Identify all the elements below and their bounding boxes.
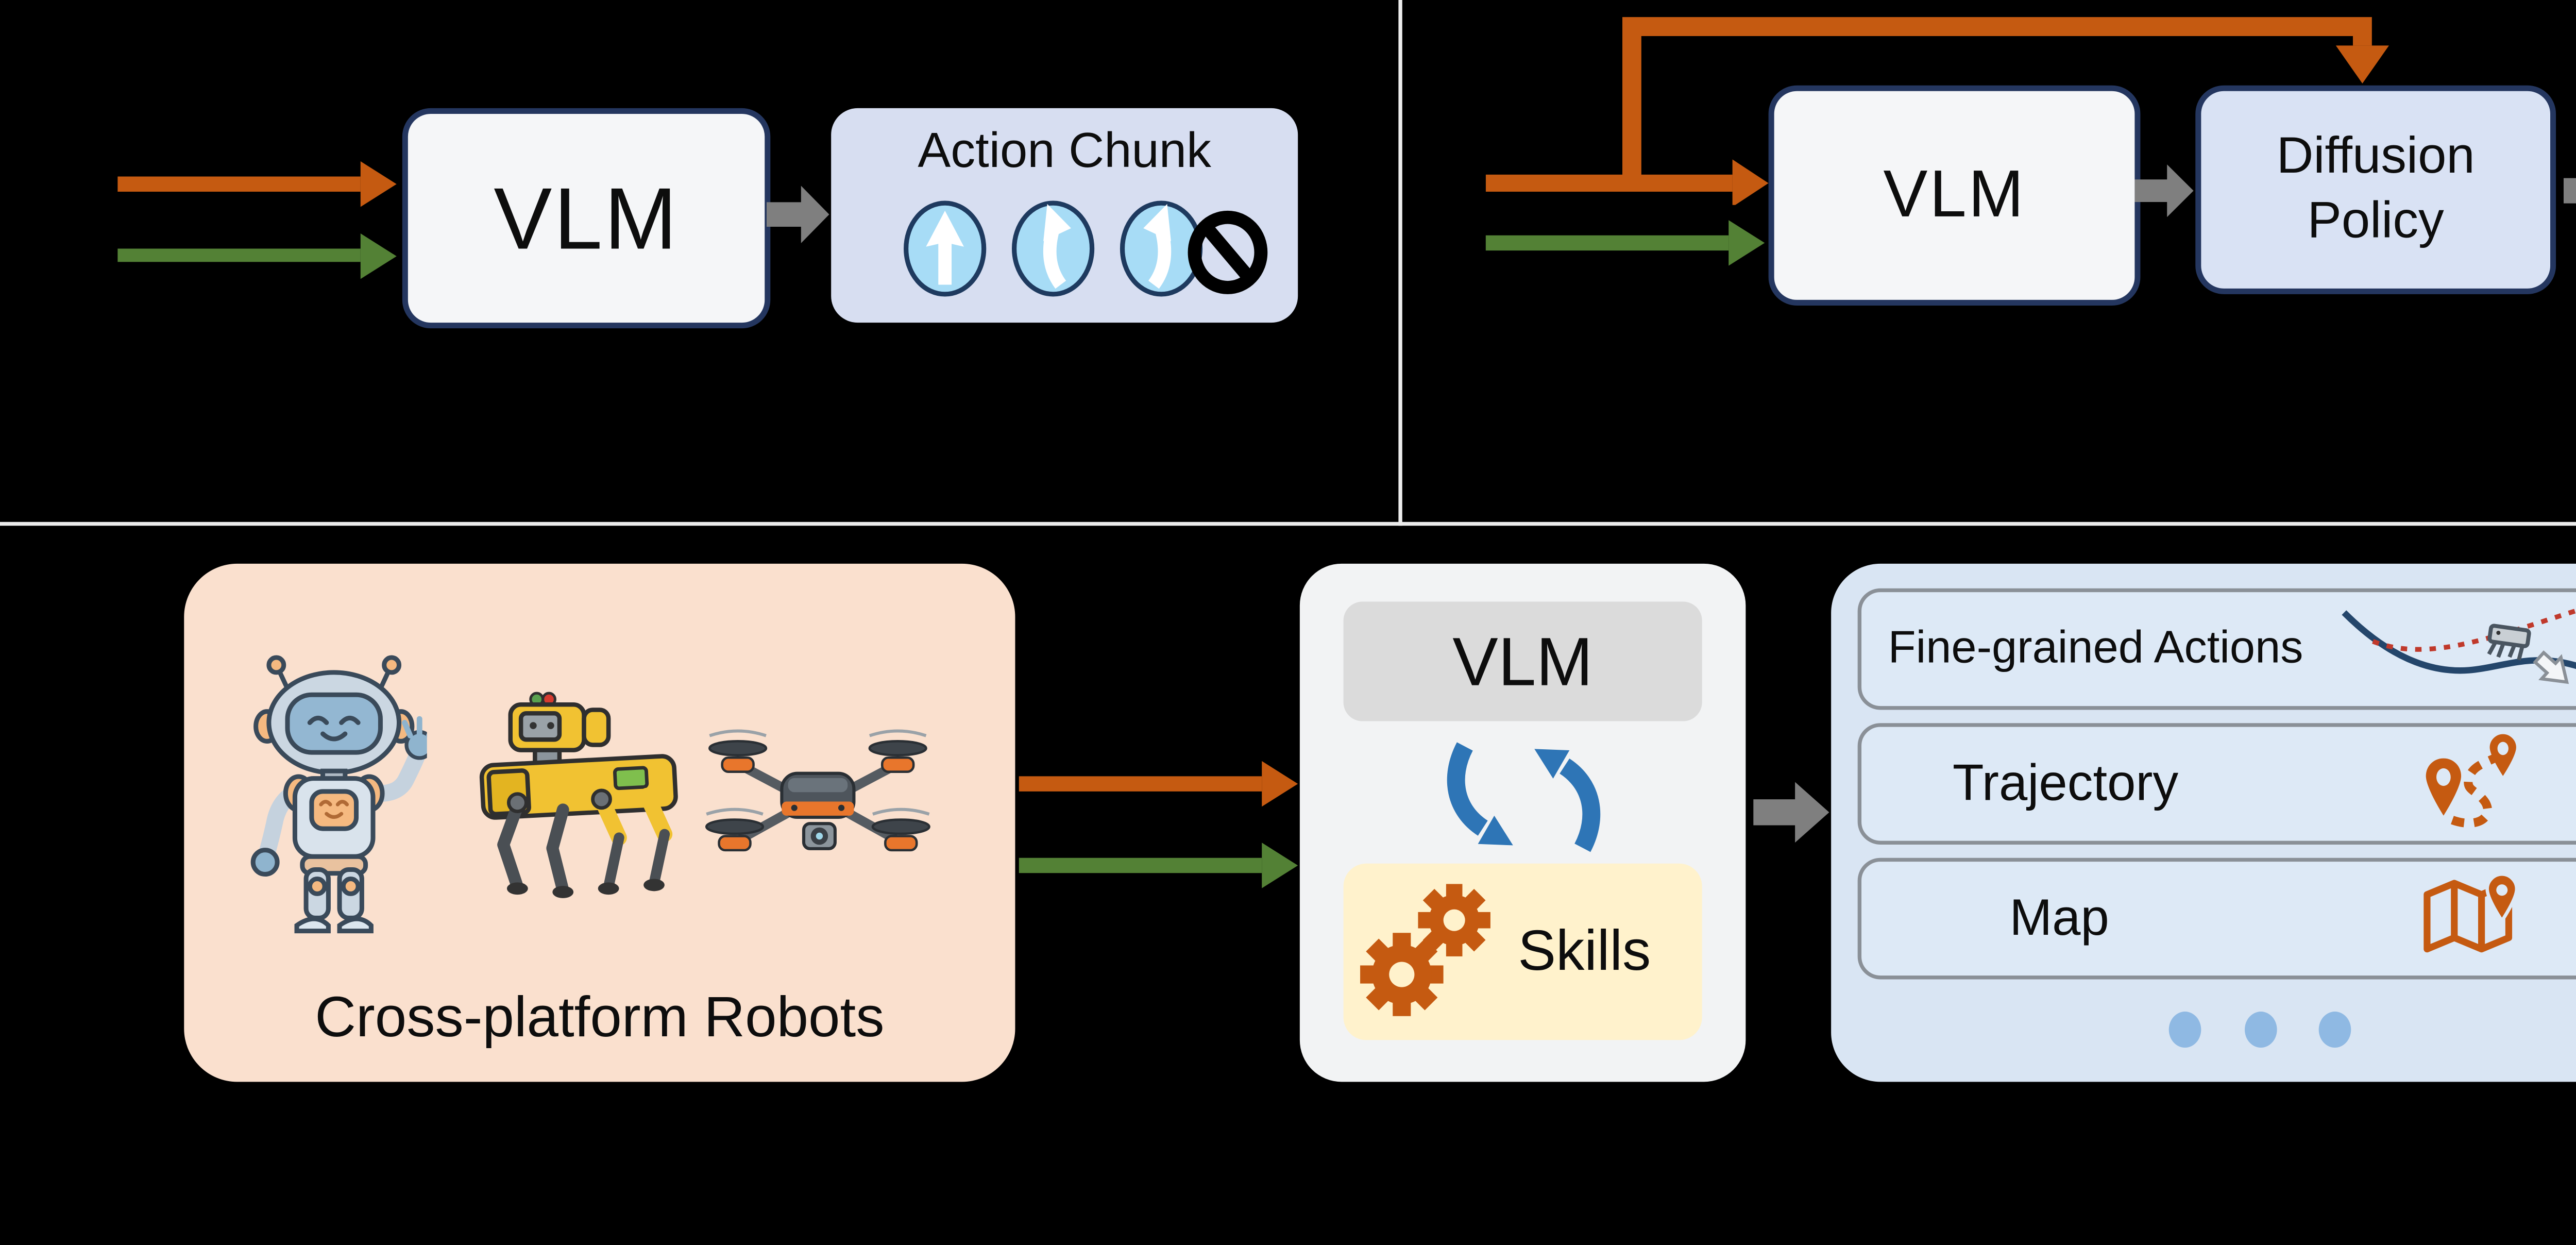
robots-box-title: Cross-platform Robots <box>315 987 885 1050</box>
action-chunk-title: Action Chunk <box>918 121 1211 179</box>
turn-right-action-icon <box>1120 200 1203 297</box>
forward-action-icon <box>904 200 987 297</box>
outputs-box: Fine-grained Actions Traject <box>1831 563 2576 1082</box>
no-entry-icon <box>1188 210 1268 294</box>
diffusion-policy-label: Diffusion Policy <box>2276 127 2475 249</box>
observation-arrow-with-loop <box>1485 17 2389 205</box>
panel-divider-horizontal <box>0 521 2576 526</box>
vlm-skills-agent-box: VLM <box>1299 563 1746 1082</box>
panel-divider-vertical <box>1398 0 1402 526</box>
flow-arrow-icon <box>1753 782 1829 843</box>
output-row-label: Map <box>2009 889 2109 946</box>
panel-cross-platform-framework: Cross-platform Robots VLM <box>0 524 2576 1245</box>
more-outputs-dot <box>2245 1012 2277 1048</box>
instruction-arrow <box>1485 235 1729 251</box>
more-outputs-dot <box>2168 1012 2201 1048</box>
humanoid-robot-icon <box>250 655 427 934</box>
observation-arrow <box>1019 776 1262 792</box>
vlm-box: VLM <box>1768 85 2141 306</box>
vlm-label: VLM <box>1452 621 1593 700</box>
observation-arrow <box>117 176 361 192</box>
more-outputs-dot <box>2318 1012 2351 1048</box>
flow-arrow-icon <box>766 186 829 243</box>
skills-label: Skills <box>1518 919 1651 982</box>
vlm-label: VLM <box>1883 157 2026 232</box>
instruction-arrow <box>117 248 361 262</box>
map-icon <box>2424 872 2519 953</box>
output-row-fine-grained-actions: Fine-grained Actions <box>1857 588 2576 710</box>
gears-icon <box>1360 884 1490 1016</box>
drone-icon <box>705 729 930 852</box>
quadruped-robot-icon <box>479 692 678 898</box>
cross-platform-robots-box: Cross-platform Robots <box>184 563 1015 1082</box>
turn-left-action-icon <box>1011 200 1095 297</box>
skills-box: Skills <box>1343 863 1702 1040</box>
output-row-label: Trajectory <box>1952 754 2179 812</box>
vlm-box: VLM <box>402 108 771 329</box>
panel-action-chunk-paradigm: VLM Action Chunk <box>0 0 1400 524</box>
vlm-label: VLM <box>494 169 679 268</box>
fine-grained-actions-icon <box>2342 608 2576 684</box>
instruction-arrow <box>1019 857 1262 873</box>
vlm-chip: VLM <box>1343 601 1702 721</box>
output-row-trajectory: Trajectory <box>1857 723 2576 845</box>
diffusion-policy-box: Diffusion Policy <box>2195 85 2556 294</box>
trajectory-icon <box>2426 734 2516 828</box>
vlm-skills-cycle-arrows-icon <box>1447 742 1601 852</box>
panel-diffusion-policy-paradigm: VLM Diffusion Policy <box>1400 0 2576 524</box>
action-chunk-box: Action Chunk <box>831 108 1298 323</box>
flow-arrow-icon <box>2563 161 2576 221</box>
output-row-label: Fine-grained Actions <box>1888 622 2303 674</box>
output-row-map: Map <box>1857 857 2576 980</box>
